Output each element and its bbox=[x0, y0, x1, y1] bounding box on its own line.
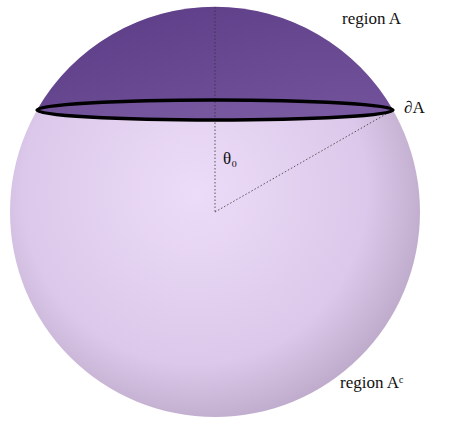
boundary-circle bbox=[37, 100, 393, 120]
region-label: ∂A bbox=[404, 99, 425, 118]
region-label: region Aᶜ bbox=[340, 374, 403, 393]
sphere bbox=[10, 7, 420, 417]
region-label: region A bbox=[342, 10, 401, 29]
region-label: θ₀ bbox=[223, 150, 237, 169]
axis-line bbox=[215, 7, 216, 212]
radius-line bbox=[215, 110, 393, 212]
